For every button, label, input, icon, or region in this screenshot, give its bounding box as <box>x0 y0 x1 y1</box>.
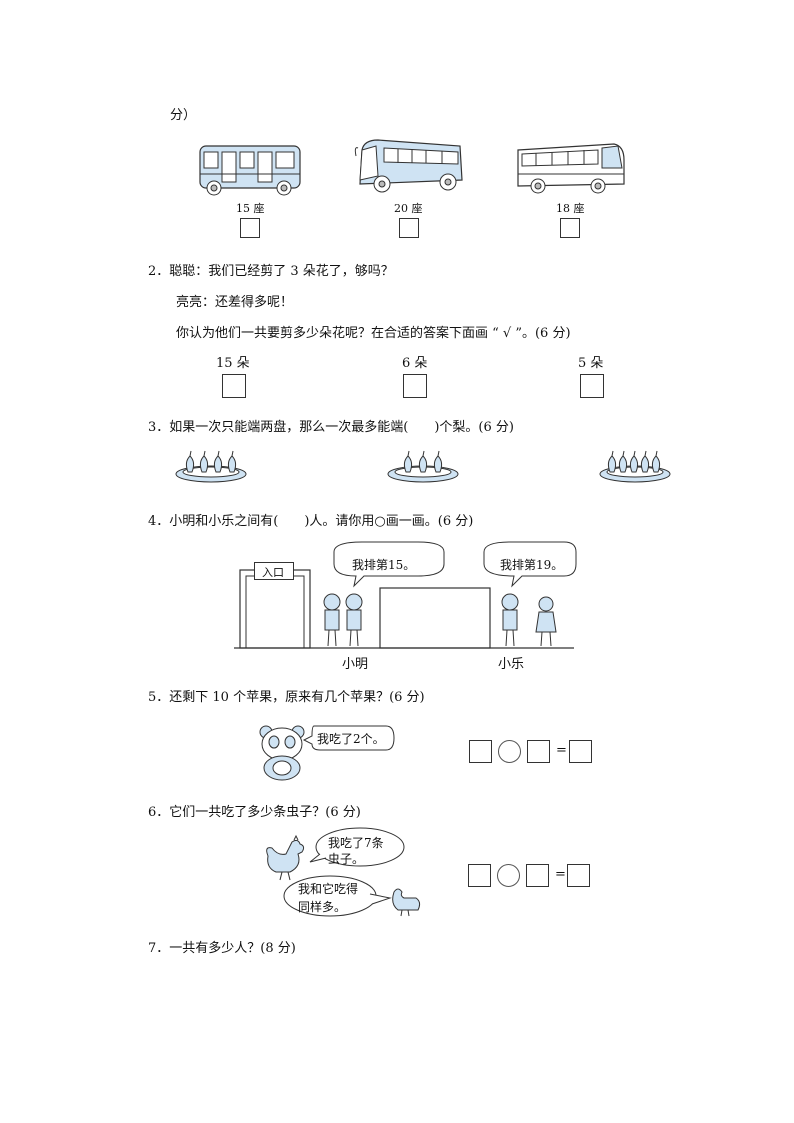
option-label: 6 朵 <box>402 356 428 371</box>
question-4-text: 4．小明和小乐之间有( )人。请你用○画一画。(6 分) <box>148 514 474 529</box>
equation-box[interactable] <box>567 864 590 887</box>
operator-circle[interactable] <box>498 740 521 763</box>
bus-20-seats-image <box>354 139 463 193</box>
plate-with-pears-image <box>175 450 247 483</box>
answer-box[interactable] <box>580 374 604 398</box>
question-5-text: 5．还剩下 10 个苹果，原来有几个苹果？(6 分) <box>148 690 425 705</box>
bus-15-seats-image <box>199 145 301 196</box>
queue-scene-image <box>234 541 577 649</box>
equation-box[interactable] <box>469 740 492 763</box>
name-label-xiaole: 小乐 <box>498 657 525 672</box>
speech-bubble-text: 虫子。 <box>328 852 365 866</box>
speech-bubble-text: 我排第15。 <box>352 558 416 572</box>
speech-bubble-text: 我排第19。 <box>500 558 564 572</box>
answer-box[interactable] <box>403 374 427 398</box>
speech-bubble <box>302 725 395 751</box>
entrance-sign: 入口 <box>262 566 284 579</box>
speech-bubble-text: 同样多。 <box>298 900 347 914</box>
question-7-text: 7．一共有多少人？(8 分) <box>148 941 296 956</box>
question-3-text: 3．如果一次只能端两盘，那么一次最多能端( )个梨。(6 分) <box>148 420 514 435</box>
equation-box[interactable] <box>527 740 550 763</box>
bus-18-seats-image <box>517 143 625 194</box>
panda-image <box>259 725 305 781</box>
bus-label: 20 座 <box>394 202 423 215</box>
answer-box[interactable] <box>240 218 260 238</box>
question-2-line-3: 你认为他们一共要剪多少朵花呢？在合适的答案下面画 “ √ ”。(6 分) <box>176 326 571 341</box>
equals-sign: = <box>555 867 566 882</box>
question-6-text: 6．它们一共吃了多少条虫子？(6 分) <box>148 805 361 820</box>
answer-box[interactable] <box>399 218 419 238</box>
plate-with-pears-image <box>387 450 459 483</box>
speech-bubble-text: 我和它吃得 <box>298 882 359 896</box>
bus-label: 15 座 <box>236 202 265 215</box>
speech-bubble-bottom <box>283 875 392 917</box>
equation-box[interactable] <box>569 740 592 763</box>
speech-bubble-top <box>309 827 405 867</box>
rooster-image <box>266 834 305 881</box>
question-2-line-1: 2．聪聪：我们已经剪了 3 朵花了，够吗？ <box>148 264 394 279</box>
answer-box[interactable] <box>222 374 246 398</box>
continued-text: 分） <box>170 108 197 123</box>
option-label: 5 朵 <box>578 356 604 371</box>
option-label: 15 朵 <box>216 356 250 371</box>
name-label-xiaoming: 小明 <box>342 657 369 672</box>
equation-box[interactable] <box>468 864 491 887</box>
speech-bubble-text: 我吃了2个。 <box>317 732 385 746</box>
bus-label: 18 座 <box>556 202 585 215</box>
hen-image <box>392 888 421 917</box>
question-2-line-2: 亮亮：还差得多呢！ <box>176 295 294 310</box>
plate-with-pears-image <box>599 450 671 483</box>
answer-box[interactable] <box>560 218 580 238</box>
speech-bubble-text: 我吃了7条 <box>328 836 384 850</box>
operator-circle[interactable] <box>497 864 520 887</box>
equals-sign: = <box>556 743 567 758</box>
equation-box[interactable] <box>526 864 549 887</box>
